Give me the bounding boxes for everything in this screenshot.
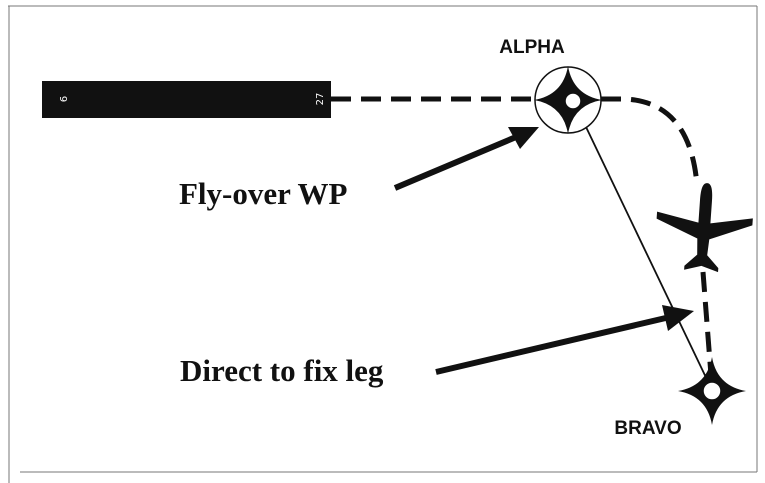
runway-number-6: 6 bbox=[59, 96, 70, 102]
callout-direct-to-fix-leg: Direct to fix leg bbox=[180, 353, 384, 388]
flown-path-dashed bbox=[331, 96, 700, 186]
runway: 6 27 bbox=[42, 81, 331, 118]
callout-flyover-wp: Fly-over WP bbox=[179, 176, 348, 211]
direct-leg-callout-arrow bbox=[435, 305, 694, 375]
direct-to-fix-leg-line bbox=[574, 103, 713, 391]
waypoint-label-alpha: ALPHA bbox=[499, 37, 565, 58]
flyover-callout-arrow bbox=[393, 127, 539, 191]
bravo-waypoint-symbol bbox=[678, 357, 746, 425]
waypoint-label-bravo: BRAVO bbox=[614, 418, 681, 439]
aircraft-icon bbox=[656, 183, 753, 273]
runway-number-27: 27 bbox=[315, 93, 326, 106]
alpha-flyover-waypoint-symbol bbox=[534, 66, 602, 134]
